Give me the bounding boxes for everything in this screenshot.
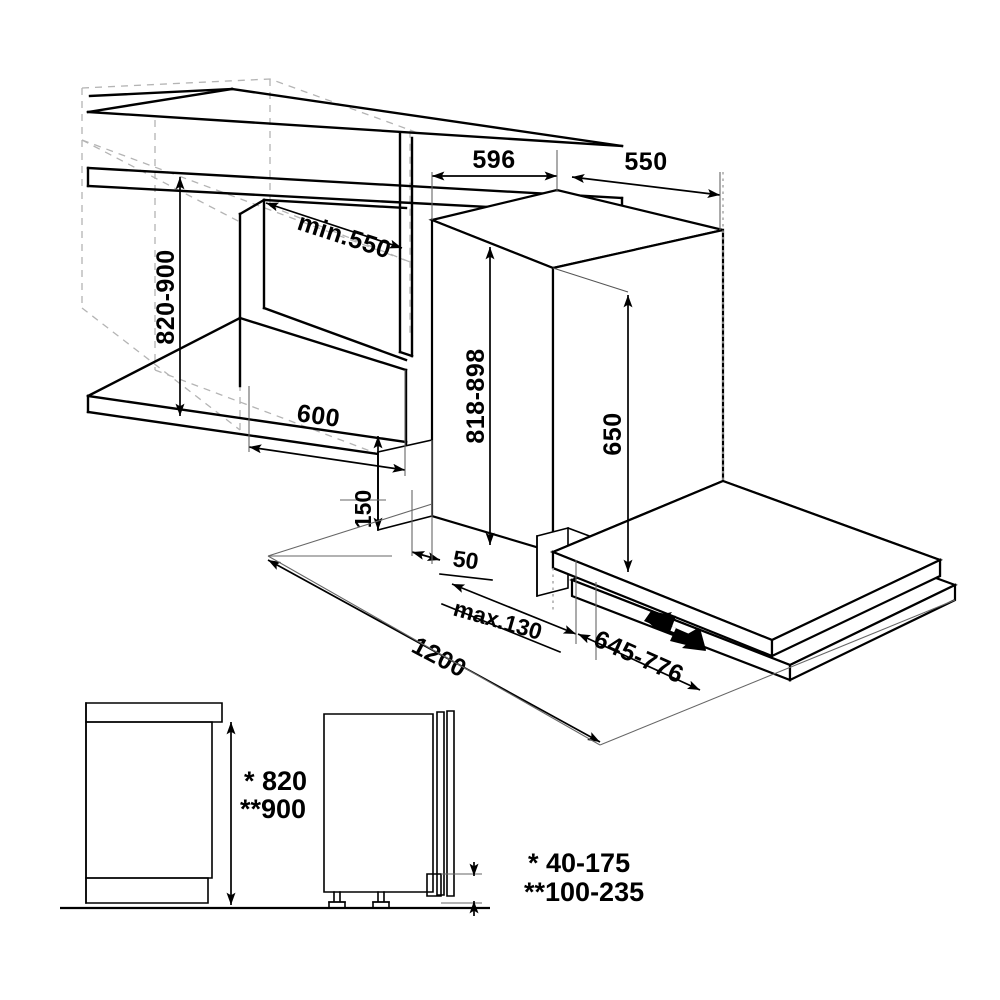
- dim-label-plinth-setback: 50: [451, 545, 480, 574]
- dim-appliance-width: 596: [431, 146, 558, 220]
- dim-label-appliance-width: 596: [472, 146, 515, 174]
- dim-label-plinth-height: 150: [350, 490, 376, 528]
- wall-vertical-edge: [398, 132, 414, 358]
- footnote-line-one: * 40-175: [528, 848, 630, 878]
- dim-door-height: 650: [552, 267, 633, 573]
- dim-label-appliance-height: 818-898: [462, 348, 490, 443]
- dim-label-cabinet-height: 820-900: [152, 249, 180, 344]
- open-door-panel-overlay: [550, 479, 943, 658]
- dim-elevation-height: * 820 **900: [226, 721, 307, 906]
- dim-label-niche-depth: min.550: [294, 208, 395, 264]
- dim-label-appliance-depth: 550: [624, 148, 667, 176]
- elevation-label-double-star: **900: [240, 794, 306, 824]
- dim-cabinet-height: 820-900: [152, 176, 185, 417]
- side-elevation-view: [323, 710, 455, 909]
- dim-appliance-height: 818-898: [462, 246, 495, 546]
- door-swing-arrow-shape: [646, 612, 706, 650]
- footnote-line-two: **100-235: [524, 877, 644, 907]
- dim-label-swing-clearance: 1200: [407, 632, 471, 684]
- dim-appliance-depth: 550: [571, 148, 721, 230]
- elevation-label-single-star: * 820: [244, 766, 307, 796]
- footnote-block: * 40-175 **100-235: [524, 848, 644, 907]
- dim-plinth-height: 150: [268, 435, 392, 557]
- ghost-cabinet-outline: [81, 78, 421, 467]
- front-elevation-view: [85, 702, 223, 904]
- dim-label-door-height: 650: [599, 412, 627, 455]
- dim-foot-clearance: [441, 862, 482, 916]
- clearance-footprint: [267, 503, 956, 746]
- dim-cabinet-depth: 600: [248, 370, 406, 476]
- dim-label-cabinet-depth: 600: [295, 399, 342, 433]
